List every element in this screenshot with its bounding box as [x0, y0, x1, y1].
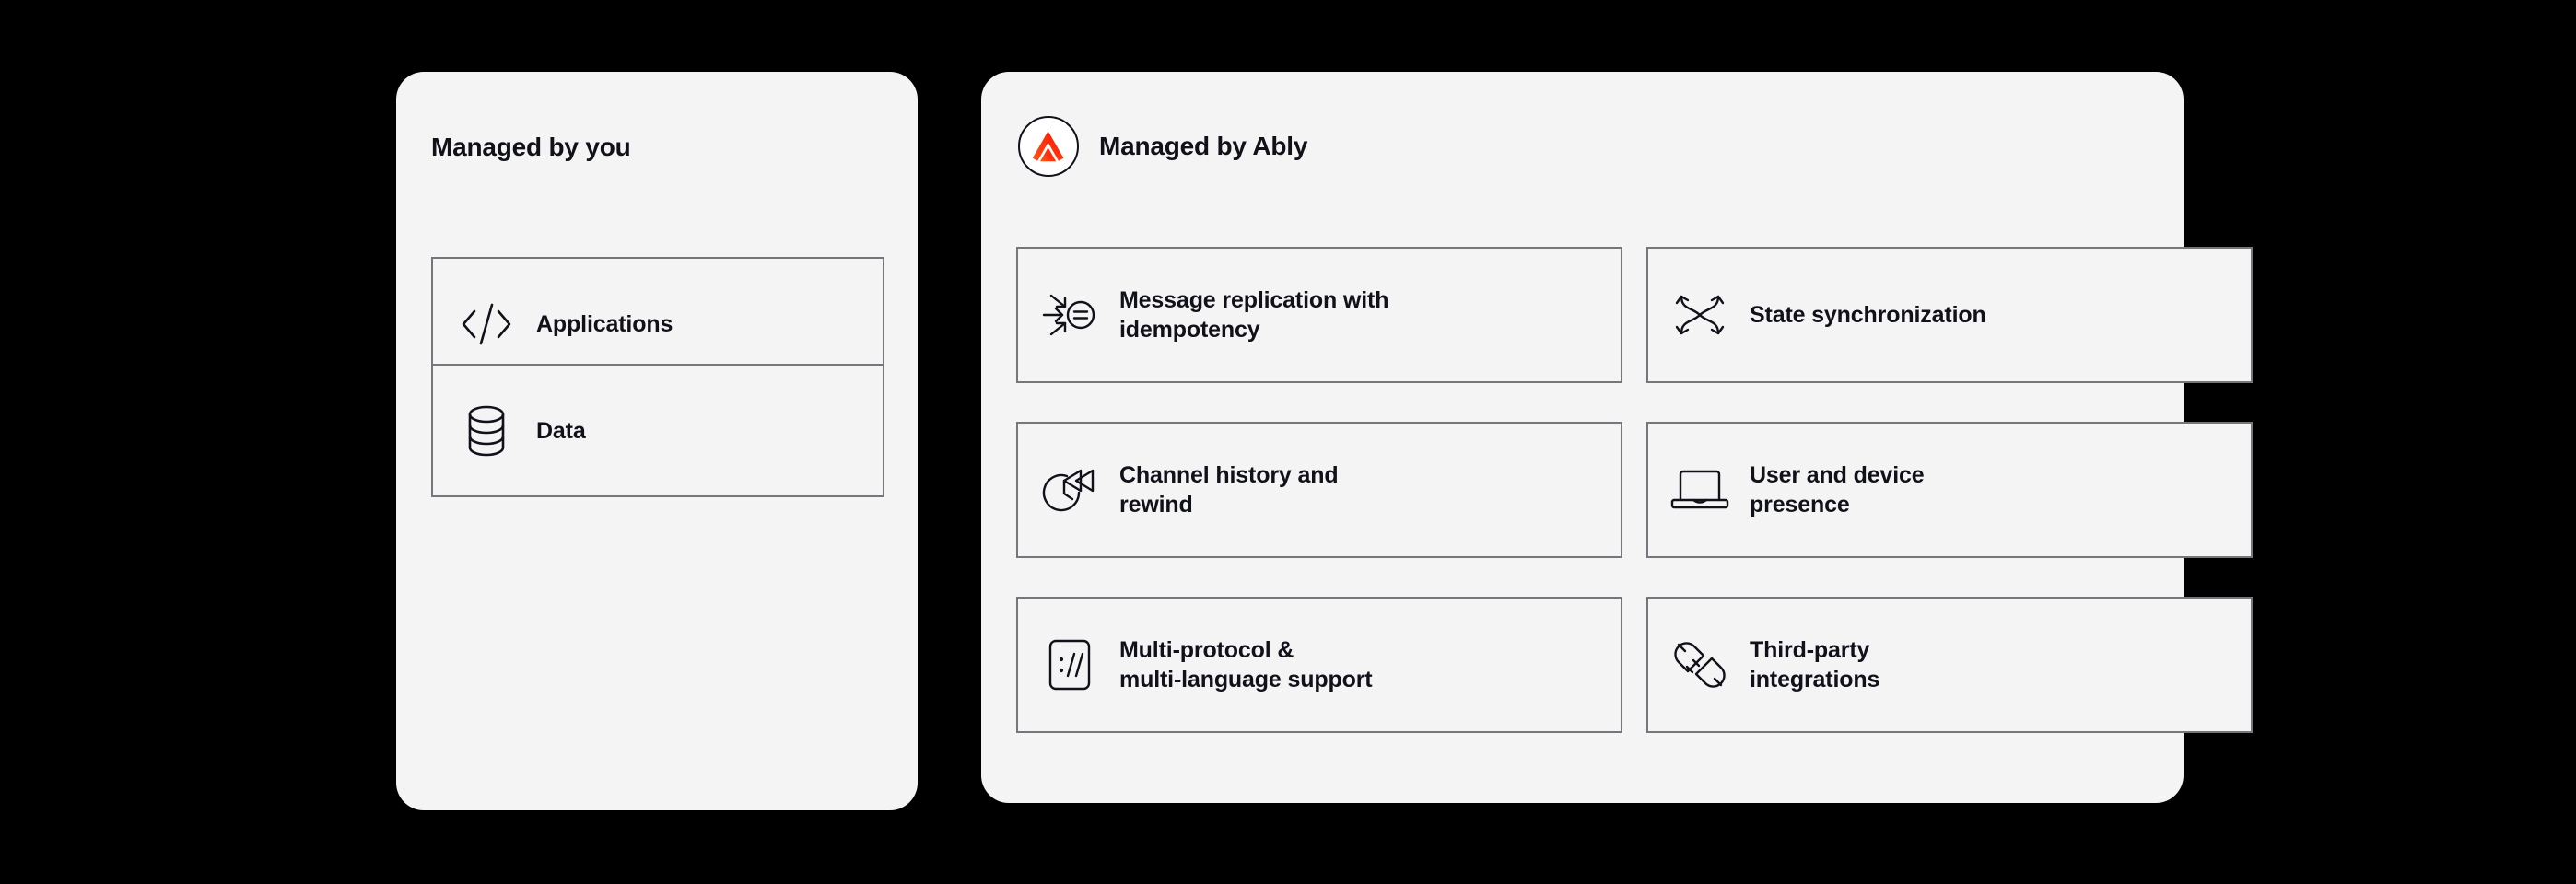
card-label: Applications [536, 310, 673, 337]
card-label-line2: idempotency [1119, 317, 1260, 343]
card-label: Data [536, 417, 586, 444]
managed-by-you-panel: Managed by you Applications [396, 72, 918, 810]
left-panel-heading: Managed by you [431, 133, 631, 161]
right-panel-heading: Managed by Ably [1099, 132, 1308, 160]
database-icon [457, 401, 516, 460]
card-label-line1: Channel history and [1119, 462, 1339, 488]
crossing-arrows-icon [1670, 285, 1729, 344]
card-channel-history[interactable]: Channel history and rewind [1016, 422, 1622, 558]
protocol-slashes-icon [1040, 635, 1099, 694]
card-label-line1: Third-party [1750, 637, 1870, 663]
card-label: Third-party integrations [1750, 635, 1879, 694]
card-label-line2: integrations [1750, 667, 1880, 692]
card-label-line2: multi-language support [1119, 667, 1373, 692]
card-label: User and device presence [1750, 460, 1925, 519]
laptop-icon [1670, 460, 1729, 519]
card-label-line1: User and device [1750, 462, 1925, 488]
code-brackets-icon [457, 295, 516, 354]
card-label: Multi-protocol & multi-language support [1119, 635, 1373, 694]
card-label: Channel history and rewind [1119, 460, 1339, 519]
card-state-synchronization[interactable]: State synchronization [1646, 247, 2253, 383]
card-label-line1: Message replication with [1119, 287, 1389, 313]
clock-rewind-icon [1040, 460, 1099, 519]
card-message-replication[interactable]: Message replication with idempotency [1016, 247, 1622, 383]
card-label: State synchronization [1750, 302, 1986, 328]
card-third-party-integrations[interactable]: Third-party integrations [1646, 597, 2253, 733]
ably-logo-icon [1018, 116, 1079, 177]
card-label-line2: rewind [1119, 492, 1193, 518]
converging-arrows-equals-icon [1040, 285, 1099, 344]
card-multi-protocol-support[interactable]: Multi-protocol & multi-language support [1016, 597, 1622, 733]
managed-by-ably-panel: Managed by Ably Message replication wi [981, 72, 2253, 803]
card-label-line2: presence [1750, 492, 1850, 518]
ably-header: Managed by Ably [1018, 116, 1307, 177]
card-user-device-presence[interactable]: User and device presence [1646, 422, 2253, 558]
plug-connector-icon [1670, 635, 1729, 694]
card-label: Message replication with idempotency [1119, 285, 1388, 344]
card-data[interactable]: Data [431, 364, 884, 497]
card-label-line1: Multi-protocol & [1119, 637, 1294, 663]
